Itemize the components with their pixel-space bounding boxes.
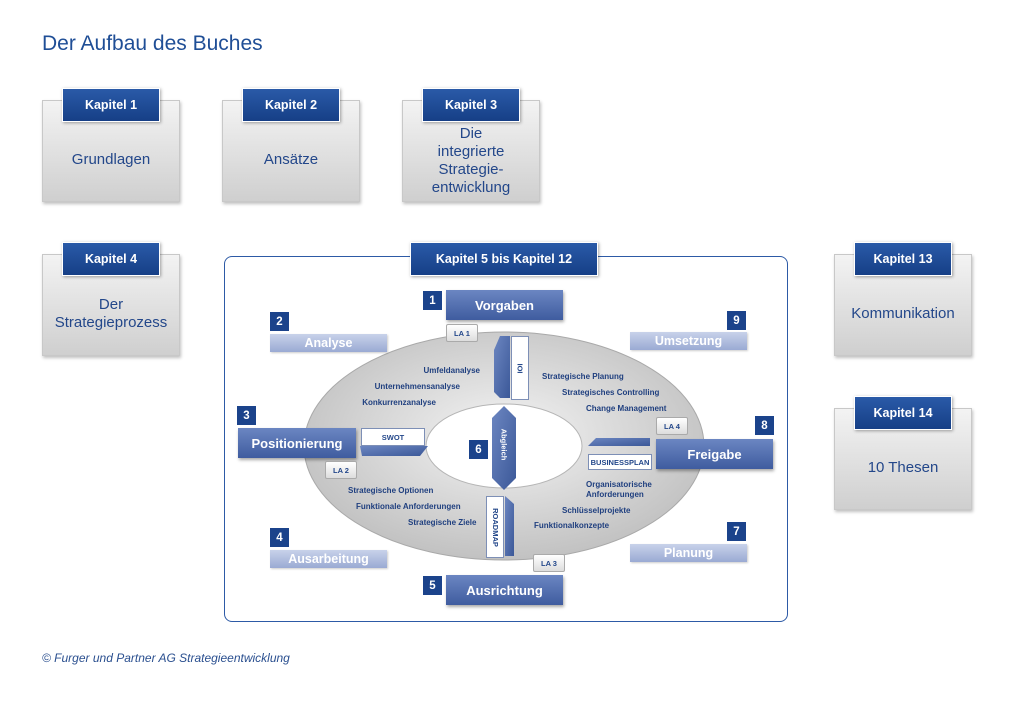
positioning-item: Strategische Ziele: [408, 518, 477, 527]
chapter-tag-13: Kapitel 13: [854, 242, 952, 276]
step-number-2: 2: [270, 312, 289, 331]
page-title: Der Aufbau des Buches: [42, 32, 263, 55]
planning-item: Funktionalkonzepte: [534, 521, 610, 530]
step-number-6: 6: [469, 440, 488, 459]
step-freigabe: Freigabe: [656, 439, 773, 469]
step-number-1: 1: [423, 291, 442, 310]
step-number-5: 5: [423, 576, 442, 595]
la-badge-4: LA 4: [656, 417, 688, 435]
businessplan-label: BUSINESSPLAN: [588, 454, 652, 470]
analysis-item: Konkurrenzanalyse: [362, 398, 436, 407]
roadmap-label: ROADMAP: [486, 496, 504, 558]
step-vorgaben: Vorgaben: [446, 290, 563, 320]
businessplan-arrow: [588, 438, 650, 446]
ioi-label: IOI: [511, 336, 529, 400]
swot-label: SWOT: [361, 428, 425, 446]
center-chapters-tag: Kapitel 5 bis Kapitel 12: [410, 242, 598, 276]
chapter-tag-3: Kapitel 3: [422, 88, 520, 122]
la-badge-2: LA 2: [325, 461, 357, 479]
implementation-item: Change Management: [586, 404, 667, 413]
step-analyse: Analyse: [270, 334, 387, 352]
chapter-tag-4: Kapitel 4: [62, 242, 160, 276]
analysis-item: Unternehmensanalyse: [374, 382, 460, 391]
chapter-text: Grundlagen: [71, 151, 151, 168]
chapter-text: Ansätze: [263, 151, 319, 168]
copyright-footer: © Furger und Partner AG Strategieentwick…: [42, 651, 290, 665]
chapter-tag-1: Kapitel 1: [62, 88, 160, 122]
chapter-tag-14: Kapitel 14: [854, 396, 952, 430]
implementation-item: Strategische Planung: [542, 372, 624, 381]
planning-item: Organisatorische Anforderungen: [586, 480, 652, 499]
positioning-item: Funktionale Anforderungen: [356, 502, 461, 511]
chapter-text: Kommunikation: [851, 305, 955, 322]
step-positionierung: Positionierung: [238, 428, 356, 458]
la-badge-1: LA 1: [446, 324, 478, 342]
step-number-4: 4: [270, 528, 289, 547]
step-number-7: 7: [727, 522, 746, 541]
abgleich-text: Abgleich: [499, 428, 509, 461]
step-planung: Planung: [630, 544, 747, 562]
swot-arrow: [360, 446, 428, 456]
chapter-text: 10 Thesen: [867, 459, 939, 476]
la-badge-3: LA 3: [533, 554, 565, 572]
roadmap-text: ROADMAP: [490, 507, 500, 547]
roadmap-arrow: [505, 496, 514, 556]
chapter-text: Der Strategieprozess: [54, 296, 168, 331]
chapter-tag-2: Kapitel 2: [242, 88, 340, 122]
step-number-8: 8: [755, 416, 774, 435]
step-ausarbeitung: Ausarbeitung: [270, 550, 387, 568]
analysis-item: Umfeldanalyse: [423, 366, 480, 375]
chapter-text: Die integrierte Strategie-entwicklung: [431, 125, 511, 196]
step-umsetzung: Umsetzung: [630, 332, 747, 350]
implementation-item: Strategisches Controlling: [562, 388, 660, 397]
planning-item: Schlüsselprojekte: [562, 506, 631, 515]
positioning-item: Strategische Optionen: [348, 486, 434, 495]
ioi-arrow: [494, 336, 510, 398]
step-ausrichtung: Ausrichtung: [446, 575, 563, 605]
step-number-3: 3: [237, 406, 256, 425]
abgleich-shape: [492, 406, 516, 490]
ioi-text: IOI: [515, 362, 525, 374]
step-number-9: 9: [727, 311, 746, 330]
